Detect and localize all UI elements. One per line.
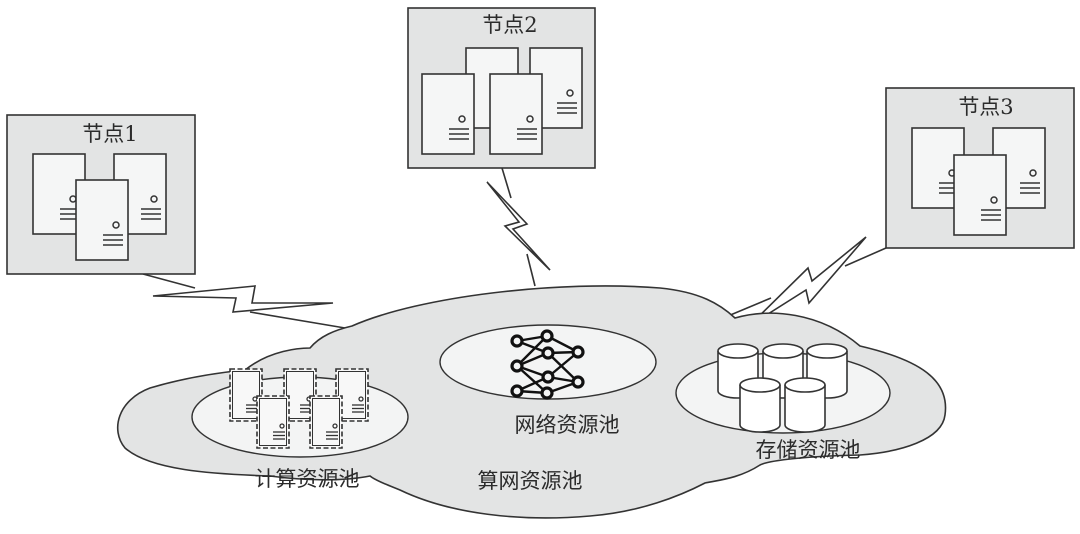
- network-pool: 网络资源池: [439, 324, 657, 437]
- link-node1-cloud: [142, 273, 346, 329]
- node-3: 节点3: [885, 87, 1075, 249]
- network-pool-label: 网络资源池: [515, 413, 620, 437]
- link-node2-cloud: [486, 167, 551, 287]
- compute-pool-label: 计算资源池: [255, 467, 360, 491]
- node-1-label: 节点1: [82, 122, 137, 146]
- lightning-bolt-icon: [486, 181, 551, 271]
- cloud-label: 算网资源池: [478, 469, 583, 493]
- lightning-bolt-icon: [152, 285, 334, 313]
- node-2-label: 节点2: [482, 13, 537, 37]
- node-2: 节点2: [407, 7, 596, 169]
- storage-pool-label: 存储资源池: [756, 438, 861, 462]
- neural-network-icon: [510, 329, 585, 400]
- link-node3-cloud: [727, 236, 887, 327]
- node-3-label: 节点3: [958, 95, 1013, 119]
- node-1: 节点1: [6, 114, 196, 275]
- compute-pool: 计算资源池: [191, 368, 409, 491]
- storage-pool: 存储资源池: [675, 343, 891, 462]
